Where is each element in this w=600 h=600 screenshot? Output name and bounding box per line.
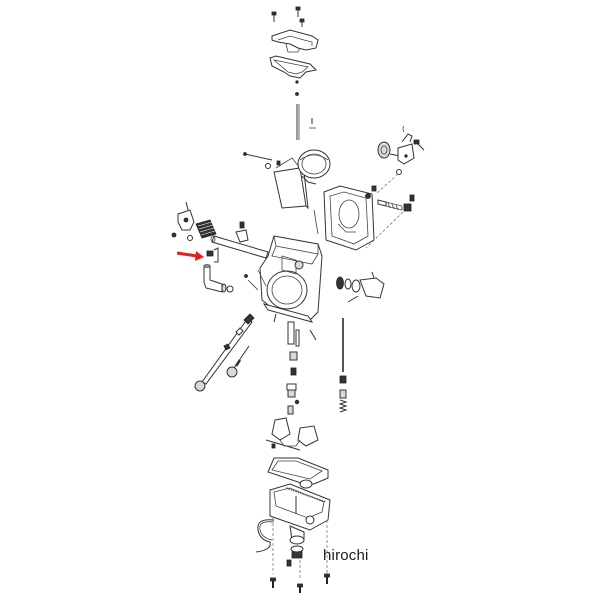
float-bowl <box>269 483 331 541</box>
overflow-hose <box>255 519 275 553</box>
small-screw <box>371 185 377 192</box>
watermark-text: hirochi <box>323 547 369 564</box>
throttle-pulley <box>377 125 425 165</box>
jets <box>286 351 300 415</box>
top-cover <box>271 29 319 53</box>
drain-plug <box>286 535 305 567</box>
accelerator-pump <box>336 271 385 303</box>
nut <box>396 169 402 175</box>
spring <box>195 219 217 239</box>
side-cover <box>313 185 375 251</box>
top-gasket <box>269 55 318 79</box>
highlight-arrow <box>176 251 204 261</box>
adjuster-cable <box>194 313 255 392</box>
float-gasket <box>267 457 329 489</box>
float <box>265 417 319 451</box>
small-part <box>295 92 299 96</box>
throttle-shaft <box>210 221 269 259</box>
highlighted-screw[interactable] <box>206 247 219 263</box>
intake-bell <box>297 149 331 185</box>
pump-rods <box>273 313 317 347</box>
elbow-fitting <box>203 264 234 293</box>
needle <box>296 104 300 140</box>
small-part <box>295 80 299 84</box>
needle-clip <box>309 118 316 129</box>
long-rod <box>338 318 348 413</box>
idle-screw <box>365 194 415 249</box>
bowl-screws <box>270 518 330 593</box>
top-screws <box>271 6 305 27</box>
throttle-valve <box>243 152 309 210</box>
carb-body <box>244 235 323 323</box>
guide-line <box>375 173 399 195</box>
choke-assy <box>171 201 195 241</box>
